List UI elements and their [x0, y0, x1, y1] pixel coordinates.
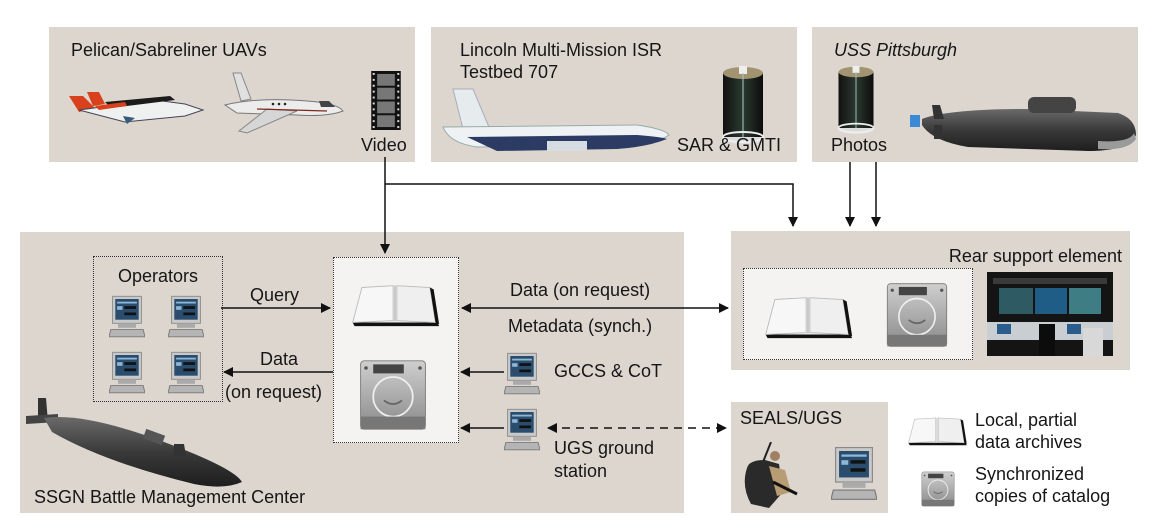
pelican-aircraft-icon	[69, 92, 205, 124]
link-data-on-request-label: Data (on request)	[510, 280, 651, 300]
ssgn-panel-title: SSGN Battle Management Center	[34, 487, 306, 507]
legend-book-icon	[906, 414, 968, 448]
hard-drive-icon	[884, 281, 950, 349]
rear-archive-box	[743, 268, 973, 360]
video-film-icon	[371, 71, 401, 130]
rear-support-title: Rear support element	[948, 246, 1122, 266]
sub-panel: USS Pittsburgh Photos	[812, 27, 1138, 162]
operator-workstation-icon	[109, 295, 145, 339]
sar-data-canister-icon	[721, 65, 765, 145]
operator-workstation-icon	[168, 295, 204, 339]
book-icon	[349, 281, 441, 329]
isr-panel-subtitle: Testbed 707	[460, 62, 559, 82]
query-label: Query	[250, 285, 300, 305]
ssgn-submarine-icon	[26, 398, 242, 487]
uss-pittsburgh-submarine-icon	[910, 97, 1136, 151]
ugs-ground-station-icon	[504, 408, 540, 452]
isr-panel: Lincoln Multi-Mission ISR Testbed 707 SA…	[431, 27, 797, 162]
hard-drive-icon	[357, 356, 429, 434]
ugs-ground-label: UGS ground	[554, 438, 655, 458]
ssgn-panel: Operators Query Data (on request) GCCS &…	[20, 232, 684, 513]
operations-center-photo	[987, 272, 1113, 356]
legend-archive-line2: data archives	[975, 432, 1083, 452]
book-icon	[762, 293, 854, 341]
operators-label: Operators	[118, 266, 199, 286]
data-label: Data	[260, 349, 299, 369]
video-to-rear-arrow	[385, 183, 798, 227]
isr-panel-title: Lincoln Multi-Mission ISR	[460, 40, 663, 60]
uav-panel-title: Pelican/Sabreliner UAVs	[71, 40, 267, 60]
uav-panel: Pelican/Sabreliner UAVs Video	[49, 27, 415, 162]
gccs-cot-label: GCCS & CoT	[554, 361, 663, 381]
video-label: Video	[361, 135, 407, 155]
legend-catalog-line1: Synchronized	[975, 464, 1085, 484]
photos-label: Photos	[831, 135, 888, 155]
operators-group: Operators	[93, 256, 223, 402]
sabreliner-jet-icon	[223, 72, 344, 134]
sub-panel-title: USS Pittsburgh	[834, 40, 958, 60]
rear-support-panel: Rear support element	[731, 231, 1130, 370]
operator-workstation-icon	[168, 351, 204, 395]
gccs-workstation-icon	[504, 352, 540, 396]
photos-data-canister-icon	[834, 65, 878, 135]
ugs-terminal-icon	[831, 446, 877, 502]
seal-soldier-icon	[744, 442, 798, 508]
legend-archive-line1: Local, partial	[975, 410, 1078, 430]
sar-gmti-label: SAR & GMTI	[677, 135, 782, 155]
data-on-request-label: (on request)	[225, 382, 323, 402]
link-metadata-synch-label: Metadata (synch.)	[508, 316, 653, 336]
ugs-station-label: station	[554, 461, 608, 481]
operator-workstation-icon	[109, 351, 145, 395]
legend-catalog-line2: copies of catalog	[975, 486, 1111, 506]
boeing-707-aircraft-icon	[442, 88, 670, 151]
seals-ugs-panel: SEALS/UGS	[731, 402, 888, 513]
seals-ugs-title: SEALS/UGS	[740, 408, 843, 428]
ssgn-archive-box	[333, 257, 459, 443]
legend-hard-drive-icon	[920, 470, 956, 508]
